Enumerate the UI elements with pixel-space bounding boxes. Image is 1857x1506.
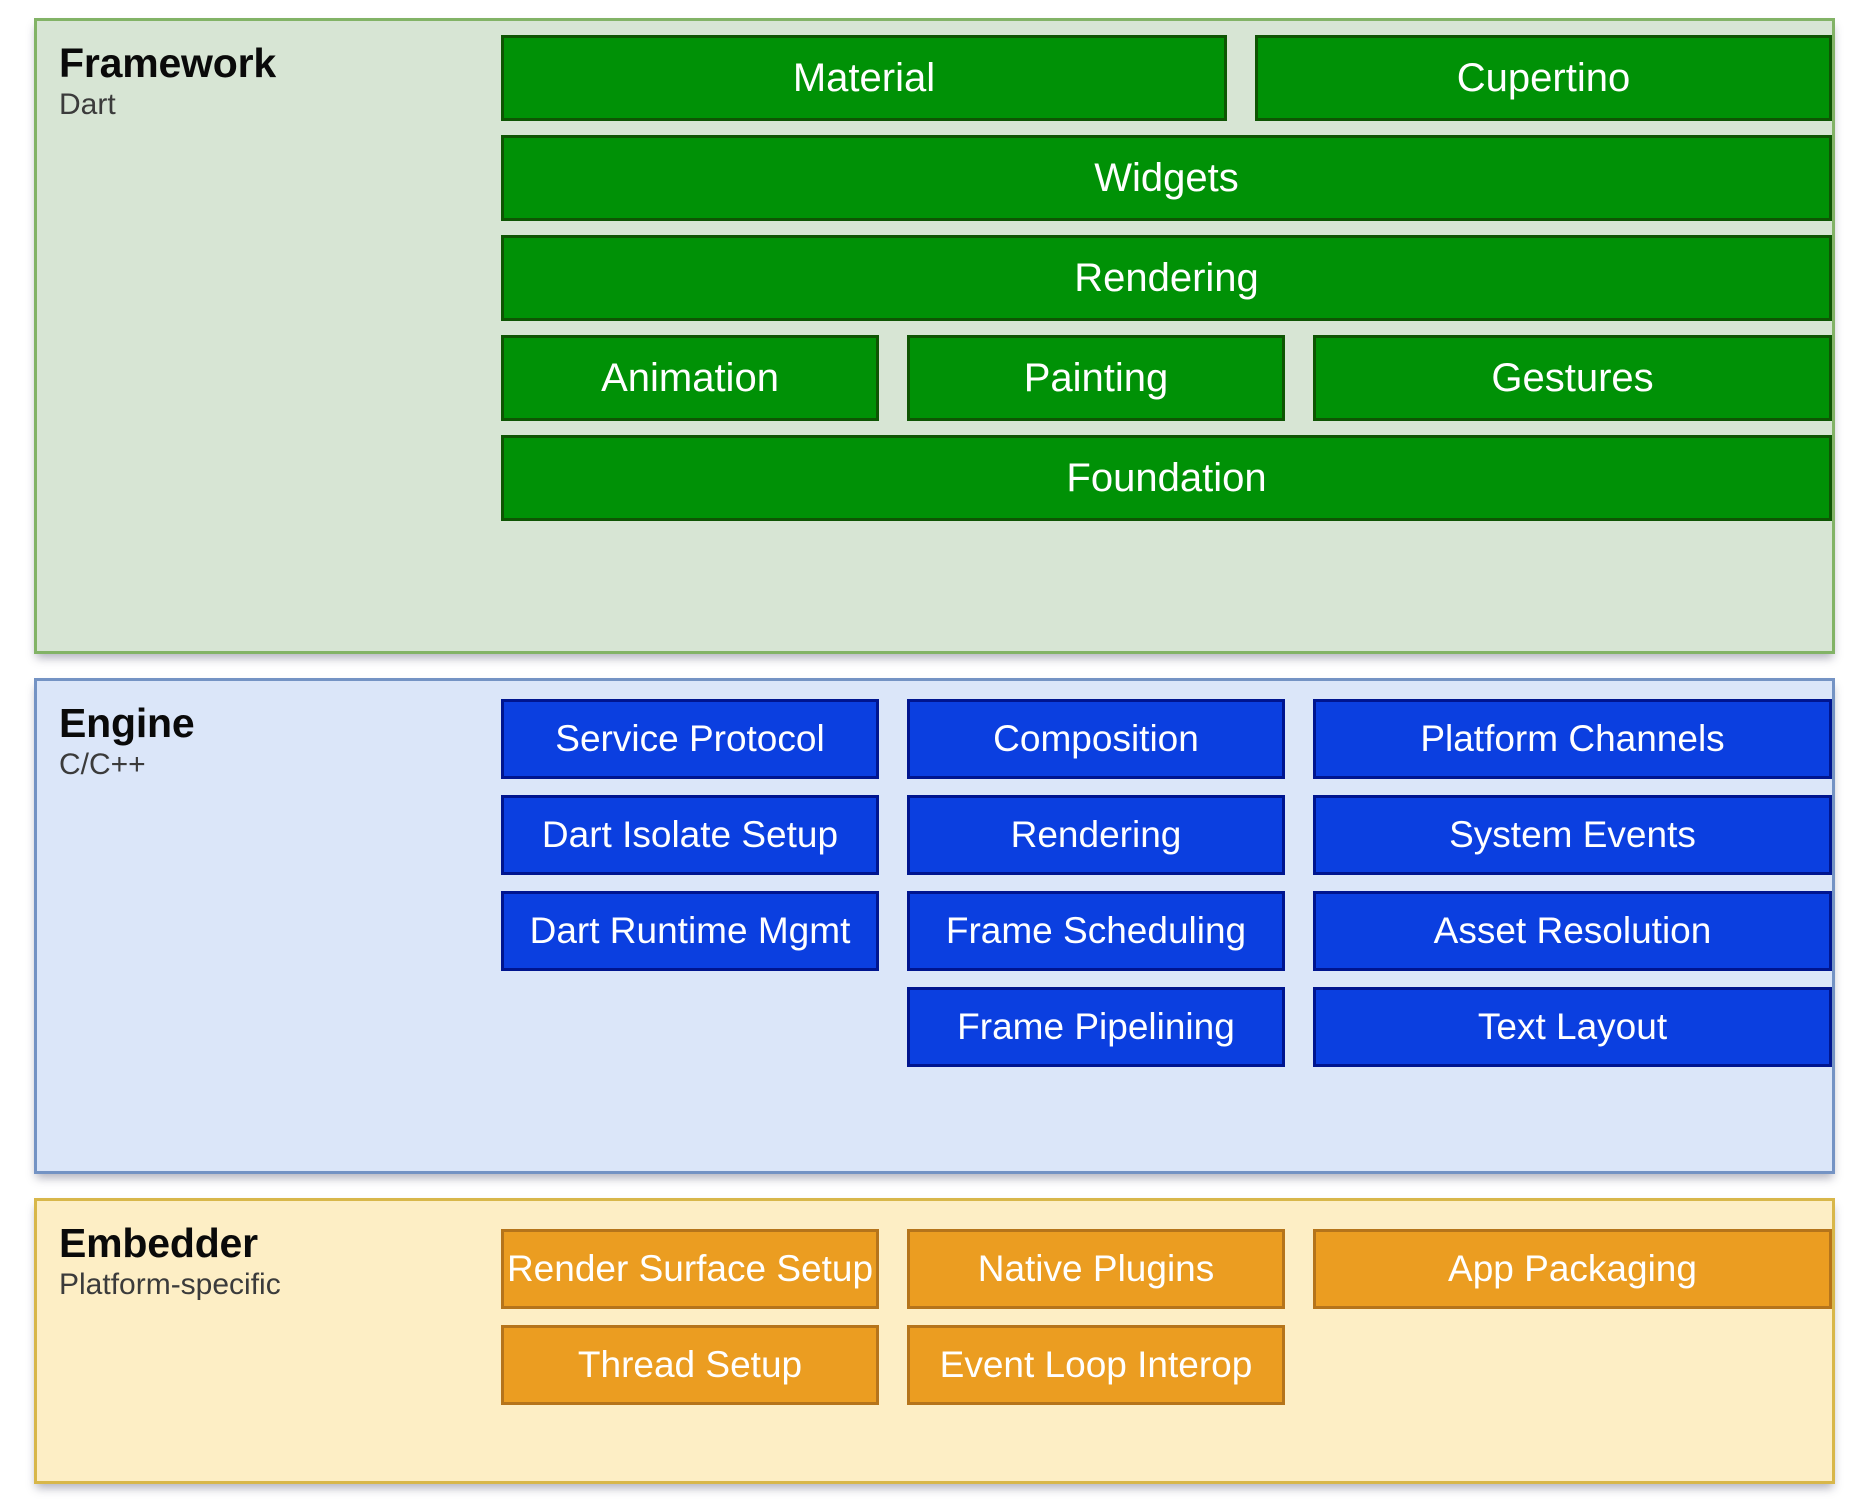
node-cupertino[interactable]: Cupertino bbox=[1255, 35, 1832, 121]
layer-body-embedder: Render Surface Setup Native Plugins App … bbox=[501, 1201, 1832, 1481]
node-rendering-engine[interactable]: Rendering bbox=[907, 795, 1285, 875]
engine-row-3: Dart Runtime Mgmt Frame Scheduling Asset… bbox=[501, 891, 1832, 971]
node-animation[interactable]: Animation bbox=[501, 335, 879, 421]
layer-title-embedder: Embedder bbox=[59, 1220, 258, 1266]
node-system-events[interactable]: System Events bbox=[1313, 795, 1832, 875]
node-frame-pipelining[interactable]: Frame Pipelining bbox=[907, 987, 1285, 1067]
engine-row-4: Frame Pipelining Text Layout bbox=[501, 987, 1832, 1067]
node-platform-channels[interactable]: Platform Channels bbox=[1313, 699, 1832, 779]
layer-label-engine: Engine C/C++ bbox=[37, 681, 501, 1171]
node-material[interactable]: Material bbox=[501, 35, 1227, 121]
layer-subtitle-embedder: Platform-specific bbox=[59, 1268, 281, 1302]
node-text-layout[interactable]: Text Layout bbox=[1313, 987, 1832, 1067]
node-render-surface-setup[interactable]: Render Surface Setup bbox=[501, 1229, 879, 1309]
engine-row-4-spacer bbox=[501, 987, 879, 1067]
layer-label-embedder: Embedder Platform-specific bbox=[37, 1201, 501, 1481]
layer-title-engine: Engine bbox=[59, 700, 195, 746]
node-painting[interactable]: Painting bbox=[907, 335, 1285, 421]
layer-title-framework: Framework bbox=[59, 40, 276, 86]
node-service-protocol[interactable]: Service Protocol bbox=[501, 699, 879, 779]
layer-label-framework: Framework Dart bbox=[37, 21, 501, 651]
layer-panel-embedder: Embedder Platform-specific Render Surfac… bbox=[34, 1198, 1835, 1484]
node-foundation[interactable]: Foundation bbox=[501, 435, 1832, 521]
layer-panel-framework: Framework Dart Material Cupertino Widget… bbox=[34, 18, 1835, 654]
node-rendering-framework[interactable]: Rendering bbox=[501, 235, 1832, 321]
node-gestures[interactable]: Gestures bbox=[1313, 335, 1832, 421]
framework-row-3: Rendering bbox=[501, 235, 1832, 321]
engine-row-1: Service Protocol Composition Platform Ch… bbox=[501, 699, 1832, 779]
node-dart-isolate-setup[interactable]: Dart Isolate Setup bbox=[501, 795, 879, 875]
framework-row-1: Material Cupertino bbox=[501, 35, 1832, 121]
embedder-row-2: Thread Setup Event Loop Interop bbox=[501, 1325, 1832, 1405]
node-native-plugins[interactable]: Native Plugins bbox=[907, 1229, 1285, 1309]
node-composition[interactable]: Composition bbox=[907, 699, 1285, 779]
node-dart-runtime-mgmt[interactable]: Dart Runtime Mgmt bbox=[501, 891, 879, 971]
layer-panel-engine: Engine C/C++ Service Protocol Compositio… bbox=[34, 678, 1835, 1174]
node-frame-scheduling[interactable]: Frame Scheduling bbox=[907, 891, 1285, 971]
layer-subtitle-engine: C/C++ bbox=[59, 748, 146, 782]
node-asset-resolution[interactable]: Asset Resolution bbox=[1313, 891, 1832, 971]
node-event-loop-interop[interactable]: Event Loop Interop bbox=[907, 1325, 1285, 1405]
node-thread-setup[interactable]: Thread Setup bbox=[501, 1325, 879, 1405]
layer-body-framework: Material Cupertino Widgets Rendering Ani… bbox=[501, 21, 1832, 651]
framework-row-4: Animation Painting Gestures bbox=[501, 335, 1832, 421]
framework-row-2: Widgets bbox=[501, 135, 1832, 221]
node-widgets[interactable]: Widgets bbox=[501, 135, 1832, 221]
layer-body-engine: Service Protocol Composition Platform Ch… bbox=[501, 681, 1832, 1171]
node-app-packaging[interactable]: App Packaging bbox=[1313, 1229, 1832, 1309]
framework-row-5: Foundation bbox=[501, 435, 1832, 521]
embedder-row-1: Render Surface Setup Native Plugins App … bbox=[501, 1229, 1832, 1309]
engine-row-2: Dart Isolate Setup Rendering System Even… bbox=[501, 795, 1832, 875]
layer-subtitle-framework: Dart bbox=[59, 88, 116, 122]
